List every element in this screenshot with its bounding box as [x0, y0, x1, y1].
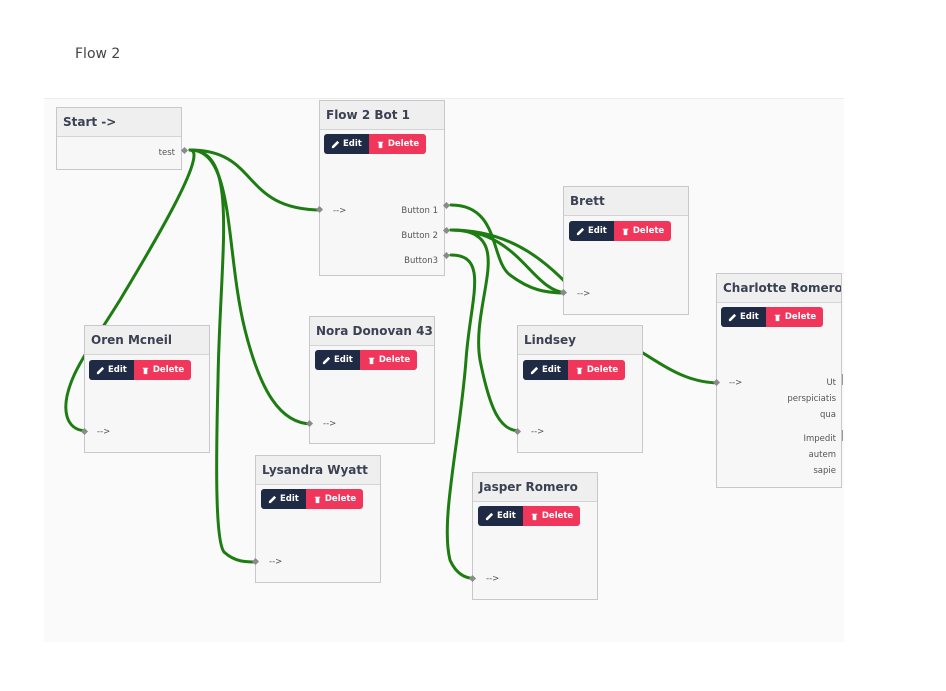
node-nora[interactable]: Nora Donovan 43 Edit Delete --> — [309, 316, 435, 444]
edit-button[interactable]: Edit — [569, 221, 614, 241]
delete-button[interactable]: Delete — [613, 221, 672, 241]
node-lysandra-input-label: --> — [269, 557, 283, 567]
node-brett[interactable]: Brett Edit Delete --> — [563, 186, 689, 315]
node-charlotte-output-port-1[interactable] — [841, 374, 843, 385]
edit-button[interactable]: Edit — [315, 350, 360, 370]
node-charlotte[interactable]: Charlotte Romero Edit Delete --> Ut pers… — [716, 273, 842, 488]
node-nora-title: Nora Donovan 43 — [310, 317, 434, 346]
trash-icon — [622, 228, 629, 235]
node-oren-input-label: --> — [97, 427, 111, 437]
delete-button[interactable]: Delete — [567, 360, 626, 380]
node-bot1-input-label: --> — [333, 206, 347, 216]
node-charlotte-input-label: --> — [729, 378, 743, 388]
node-lindsey-input-label: --> — [531, 427, 545, 437]
node-start-output-label: test — [158, 148, 175, 158]
edit-button[interactable]: Edit — [324, 134, 369, 154]
trash-icon — [377, 141, 384, 148]
node-charlotte-output-1-line-3: qua — [820, 410, 836, 420]
node-brett-title: Brett — [564, 187, 688, 216]
edit-icon — [576, 227, 585, 235]
edit-button[interactable]: Edit — [478, 506, 523, 526]
flow-header: Flow 2 — [44, 28, 844, 99]
node-charlotte-output-1-line-2: perspiciatis — [787, 394, 836, 404]
node-jasper-title: Jasper Romero — [473, 473, 597, 502]
edit-button[interactable]: Edit — [721, 307, 766, 327]
trash-icon — [576, 367, 583, 374]
trash-icon — [368, 357, 375, 364]
node-charlotte-title: Charlotte Romero — [717, 274, 841, 303]
trash-icon — [142, 367, 149, 374]
node-brett-input-label: --> — [577, 289, 591, 299]
node-bot1-title: Flow 2 Bot 1 — [320, 101, 444, 130]
edit-icon — [96, 366, 105, 374]
node-jasper-input-label: --> — [486, 574, 500, 584]
edit-icon — [268, 495, 277, 503]
edit-icon — [530, 366, 539, 374]
node-jasper[interactable]: Jasper Romero Edit Delete --> — [472, 472, 598, 600]
node-bot1-output-3: Button3 — [404, 256, 438, 266]
delete-button[interactable]: Delete — [765, 307, 824, 327]
delete-button[interactable]: Delete — [522, 506, 581, 526]
trash-icon — [774, 314, 781, 321]
edit-icon — [485, 512, 494, 520]
delete-button[interactable]: Delete — [368, 134, 427, 154]
node-bot1-output-2: Button 2 — [401, 231, 438, 241]
node-charlotte-output-1-line-1: Ut — [826, 378, 836, 388]
node-oren[interactable]: Oren Mcneil Edit Delete --> — [84, 325, 210, 453]
edit-button[interactable]: Edit — [261, 489, 306, 509]
delete-button[interactable]: Delete — [305, 489, 364, 509]
node-start-title: Start -> — [57, 108, 181, 137]
node-nora-input-label: --> — [323, 419, 337, 429]
node-bot1[interactable]: Flow 2 Bot 1 Edit Delete --> Button 1 Bu… — [319, 100, 445, 276]
node-start[interactable]: Start -> test — [56, 107, 182, 170]
edit-icon — [322, 356, 331, 364]
node-charlotte-output-2-line-3: sapie — [813, 466, 836, 476]
node-lindsey-title: Lindsey — [518, 326, 642, 355]
edit-icon — [728, 313, 737, 321]
trash-icon — [314, 496, 321, 503]
node-lindsey[interactable]: Lindsey Edit Delete --> — [517, 325, 643, 453]
node-oren-title: Oren Mcneil — [85, 326, 209, 355]
node-charlotte-output-2-line-1: Impedit — [803, 434, 836, 444]
flow-title: Flow 2 — [75, 46, 121, 62]
edit-button[interactable]: Edit — [89, 360, 134, 380]
node-bot1-output-1: Button 1 — [401, 206, 438, 216]
delete-button[interactable]: Delete — [359, 350, 418, 370]
edit-icon — [331, 140, 340, 148]
edit-button[interactable]: Edit — [523, 360, 568, 380]
delete-button[interactable]: Delete — [133, 360, 192, 380]
node-lysandra[interactable]: Lysandra Wyatt Edit Delete --> — [255, 455, 381, 583]
node-charlotte-output-2-line-2: autem — [808, 450, 836, 460]
node-lysandra-title: Lysandra Wyatt — [256, 456, 380, 485]
node-charlotte-output-port-2[interactable] — [841, 430, 843, 441]
trash-icon — [531, 513, 538, 520]
